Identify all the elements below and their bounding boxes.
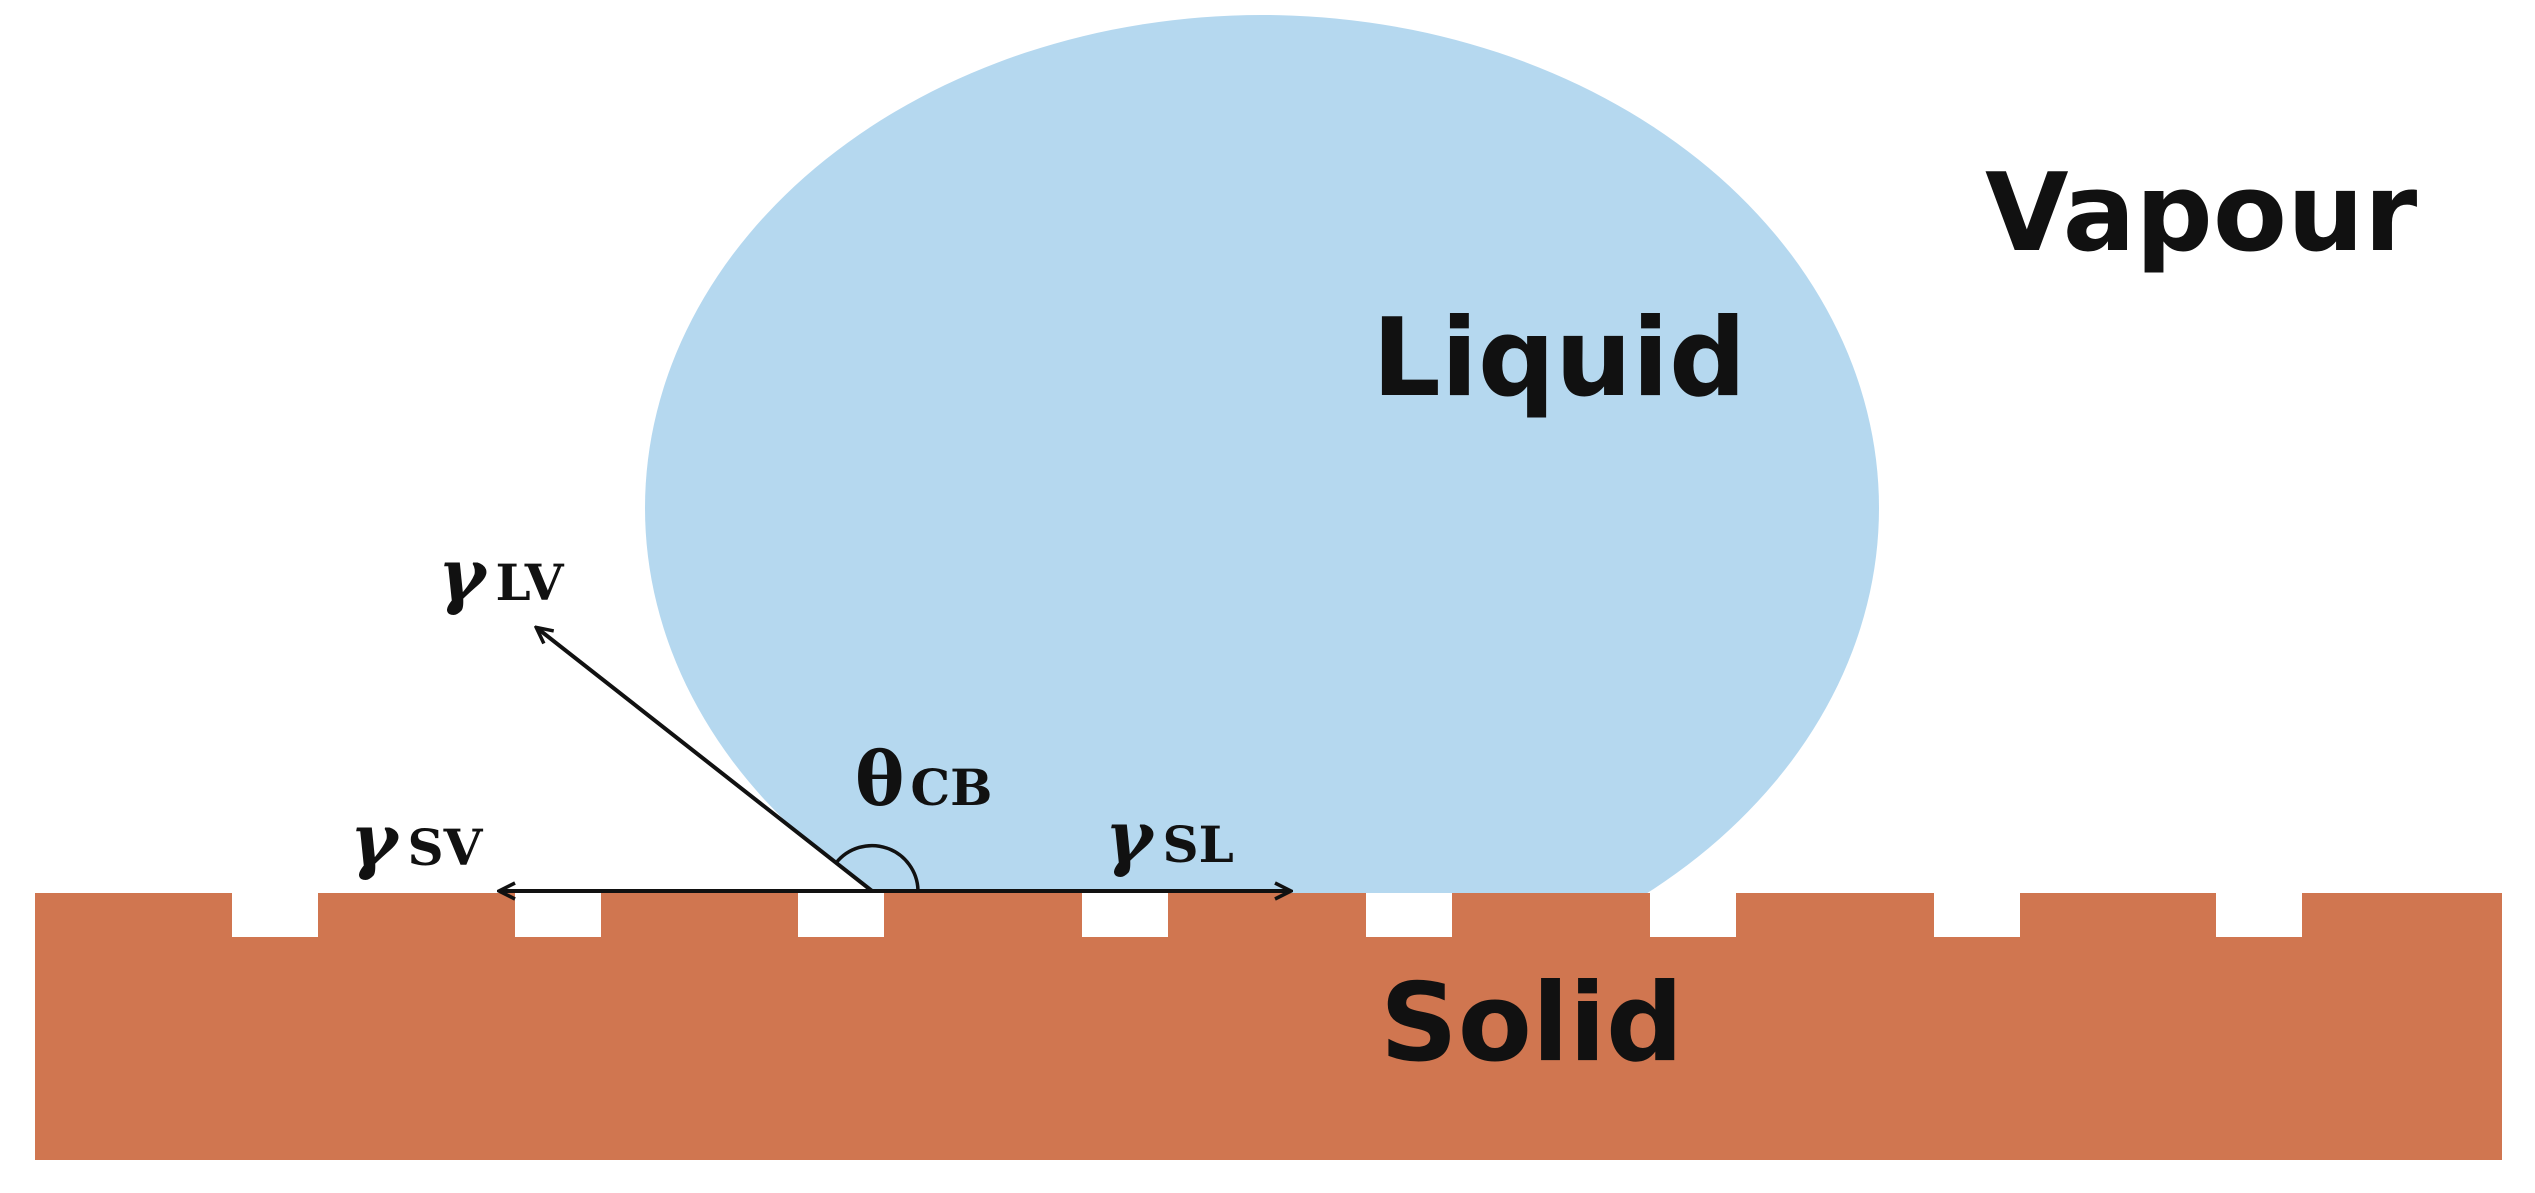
vapour-label: Vapour bbox=[1985, 151, 2417, 276]
solid-substrate bbox=[35, 893, 2502, 1160]
pore bbox=[2216, 893, 2302, 937]
pore bbox=[515, 893, 601, 937]
pore bbox=[232, 893, 318, 937]
pore bbox=[1934, 893, 2020, 937]
pore bbox=[1082, 893, 1168, 937]
arrow-lv-icon bbox=[537, 628, 874, 893]
liquid-label: Liquid bbox=[1372, 296, 1746, 421]
pore bbox=[1650, 893, 1736, 937]
pore bbox=[798, 893, 884, 937]
pore bbox=[1366, 893, 1452, 937]
contact-angle-arc-icon bbox=[834, 843, 920, 892]
liquid-droplet bbox=[645, 15, 1879, 1001]
solid-label: Solid bbox=[1380, 961, 1683, 1086]
